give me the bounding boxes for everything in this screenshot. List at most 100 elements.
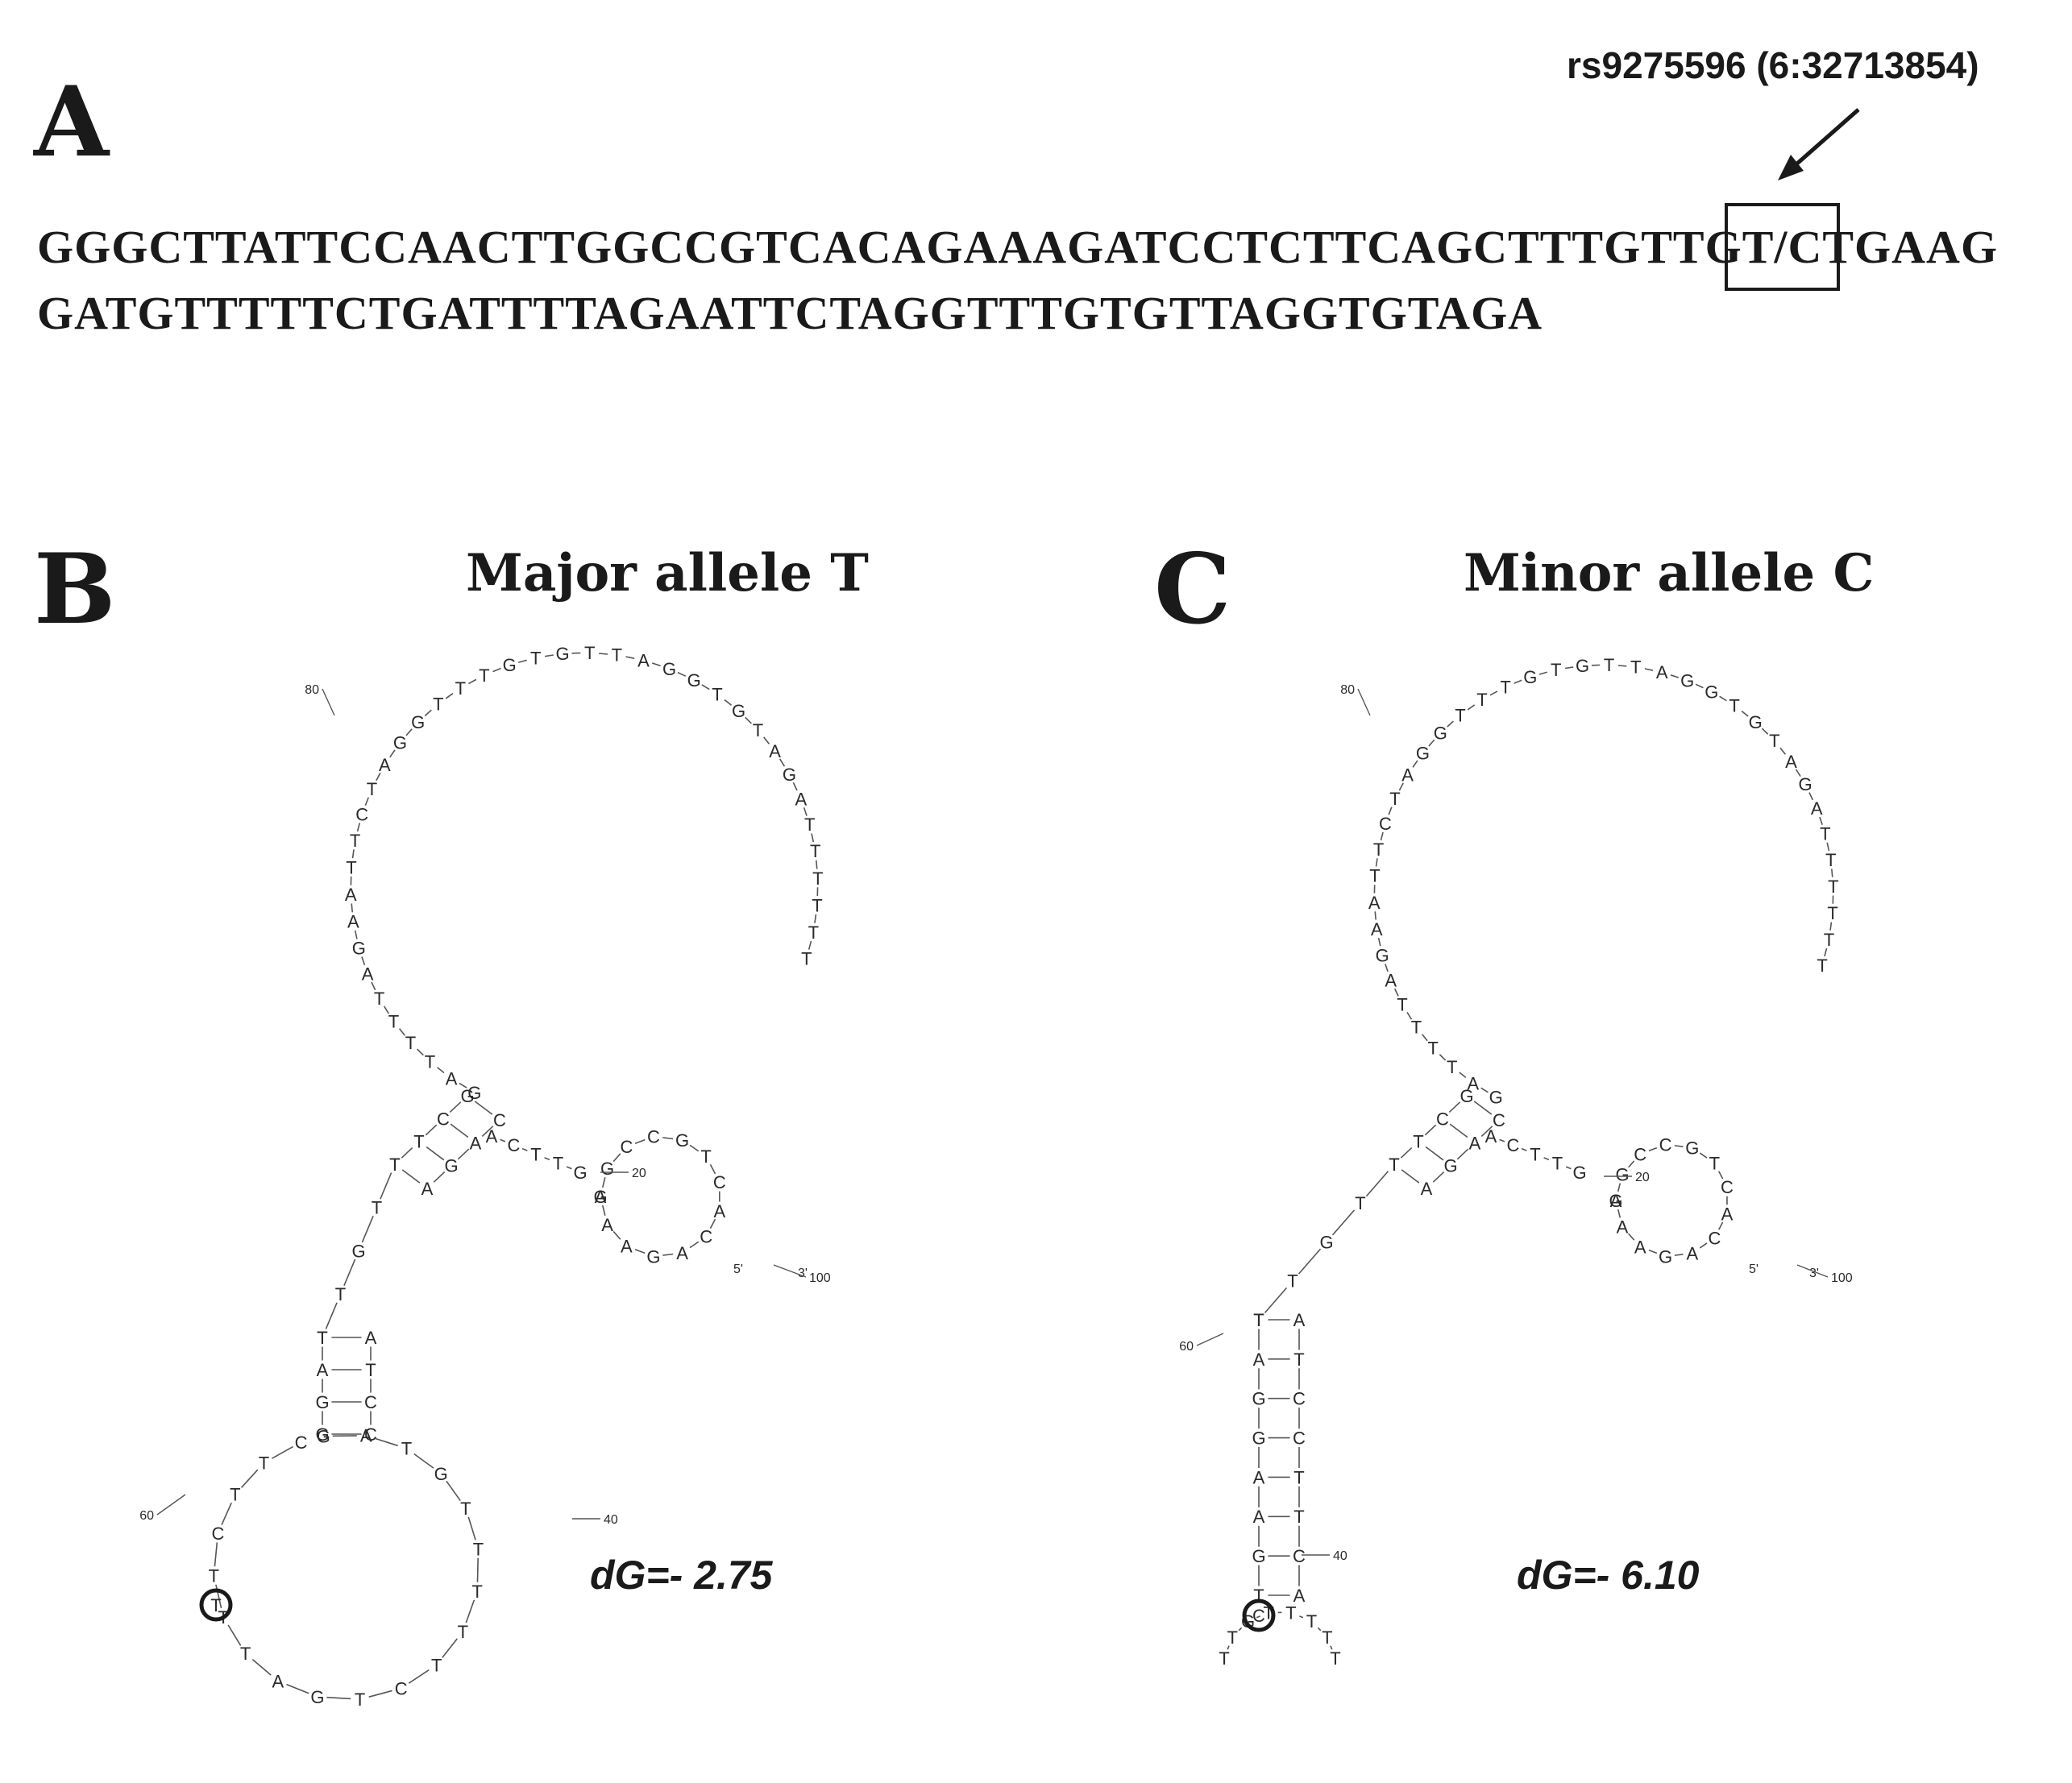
nucleotide: T: [1253, 1310, 1264, 1330]
nucleotide: T: [372, 1198, 382, 1218]
backbone-link: [376, 772, 381, 782]
backbone-link: [1826, 842, 1830, 852]
nucleotide: A: [1368, 893, 1381, 913]
nucleotide: T: [1389, 1155, 1399, 1175]
nucleotide: A: [1785, 752, 1797, 772]
position-number: 60: [1179, 1340, 1194, 1354]
nucleotide: A: [1468, 1073, 1480, 1093]
backbone-link: [1449, 1123, 1468, 1138]
backbone-link: [1330, 1645, 1333, 1650]
backbone-link: [1473, 1101, 1493, 1115]
nucleotide: A: [1371, 919, 1383, 939]
position-tick: [1796, 1264, 1829, 1278]
nucleotide: G: [503, 655, 517, 675]
backbone-link: [1670, 674, 1680, 678]
nucleotide: G: [1609, 1191, 1622, 1211]
backbone-link: [1447, 720, 1454, 728]
backbone-link: [1514, 679, 1522, 684]
backbone-link: [424, 709, 432, 717]
backbone-link: [1385, 963, 1389, 972]
backbone-link: [763, 736, 770, 744]
nucleotide: T: [1769, 731, 1779, 751]
backbone-link: [445, 693, 454, 699]
nucleotide: T: [530, 648, 541, 668]
nucleotide: C: [364, 1424, 377, 1445]
backbone-link: [709, 1164, 716, 1175]
nucleotide: T: [388, 1012, 399, 1032]
backbone-link: [1388, 806, 1393, 815]
nucleotide: A: [1485, 1126, 1497, 1147]
nucleotide: G: [573, 1163, 587, 1183]
nucleotide: T: [1551, 660, 1561, 680]
nucleotide: G: [351, 1241, 365, 1261]
nucleotide: T: [367, 779, 377, 799]
backbone-link: [1365, 1171, 1389, 1197]
nucleotide: T: [335, 1284, 346, 1304]
nucleotide: T: [1427, 1039, 1438, 1059]
nucleotide: G: [352, 939, 366, 959]
backbone-link: [1699, 1152, 1708, 1159]
backbone-link: [724, 699, 733, 706]
backbone-link: [1617, 1209, 1621, 1218]
nucleotide: C: [1252, 1606, 1265, 1626]
nucleotide: C: [647, 1126, 660, 1147]
nucleotide: T: [413, 1132, 424, 1152]
backbone-link: [425, 1124, 438, 1136]
nucleotide: T: [473, 1539, 484, 1559]
backbone-link: [351, 849, 355, 859]
nucleotide: T: [433, 694, 443, 714]
backbone-link: [457, 1148, 470, 1160]
nucleotide: G: [393, 732, 407, 753]
nucleotide: C: [211, 1524, 224, 1544]
backbone-link: [442, 1638, 458, 1658]
nucleotide: T: [350, 831, 360, 851]
nucleotide: G: [444, 1156, 458, 1176]
nucleotide: C: [1708, 1228, 1721, 1248]
nucleotide: T: [530, 1144, 541, 1164]
backbone-link: [325, 1302, 338, 1329]
nucleotide: T: [458, 1622, 468, 1642]
nucleotide: C: [713, 1172, 726, 1192]
nucleotide: T: [1253, 1310, 1264, 1330]
nucleotide: T: [259, 1453, 269, 1474]
backbone-link: [601, 1177, 606, 1188]
backbone-link: [1674, 1254, 1684, 1256]
nucleotide: T: [1824, 930, 1834, 950]
position-number: 20: [1635, 1171, 1650, 1184]
backbone-link: [1538, 671, 1547, 675]
backbone-link: [476, 1557, 479, 1582]
panel-a-letter: A: [34, 65, 110, 179]
nucleotide: A: [365, 1328, 377, 1348]
backbone-link: [481, 1126, 494, 1138]
backbone-link: [272, 1445, 293, 1459]
nucleotide: T: [389, 1155, 400, 1175]
nucleotide: A: [1293, 1586, 1306, 1606]
five-prime-label: 5': [733, 1263, 743, 1276]
snp-arrow: [1778, 108, 1860, 180]
nucleotide: A: [1401, 765, 1414, 786]
backbone-link: [709, 1218, 716, 1229]
backbone-link: [1617, 1183, 1621, 1192]
nucleotide: C: [1293, 1546, 1306, 1566]
backbone-link: [1412, 760, 1418, 768]
nucleotide: G: [1572, 1163, 1586, 1183]
backbone-link: [1824, 947, 1828, 957]
nucleotide: G: [1615, 1164, 1629, 1184]
nucleotide: T: [1293, 1350, 1304, 1370]
backbone-link: [1761, 728, 1769, 735]
nucleotide: T: [425, 1052, 435, 1072]
nucleotide: A: [1634, 1238, 1646, 1258]
nucleotide: G: [1252, 1389, 1265, 1409]
backbone-link: [492, 667, 501, 673]
backbone-link: [1422, 1034, 1428, 1042]
five-prime-label: 5': [1749, 1263, 1759, 1276]
backbone-link: [1398, 782, 1404, 791]
nucleotide: A: [347, 912, 359, 932]
backbone-link: [677, 671, 687, 677]
nucleotide: T: [405, 1033, 416, 1053]
nucleotide: G: [675, 1130, 689, 1151]
nucleotide: G: [1416, 743, 1430, 763]
backbone-link: [426, 1146, 445, 1161]
backbone-link: [811, 833, 815, 843]
nucleotide: T: [1413, 1132, 1423, 1152]
